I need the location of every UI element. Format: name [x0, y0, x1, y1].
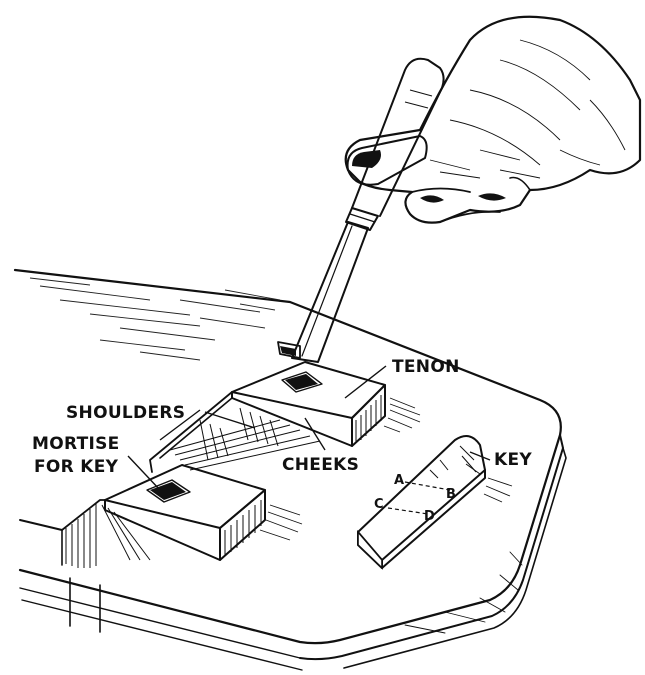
shoulders-leader-2: [205, 412, 255, 428]
point-a: A: [394, 473, 404, 488]
label-cheeks: CHEEKS: [282, 455, 359, 475]
lower-block: [62, 465, 302, 568]
point-b: B: [446, 487, 456, 502]
label-tenon: TENON: [392, 357, 460, 377]
mortise-leader: [128, 456, 160, 490]
label-shoulders: SHOULDERS: [66, 403, 185, 423]
label-mortise-line2: FOR KEY: [34, 457, 119, 477]
point-c: C: [374, 497, 384, 512]
label-key: KEY: [494, 450, 532, 470]
hand: [346, 17, 640, 223]
tenon-leader: [345, 366, 386, 398]
tenon: [232, 362, 385, 446]
chisel: [292, 59, 444, 362]
point-d: D: [424, 509, 435, 524]
label-mortise-line1: MORTISE: [32, 434, 120, 454]
wood-grain: [30, 278, 280, 360]
